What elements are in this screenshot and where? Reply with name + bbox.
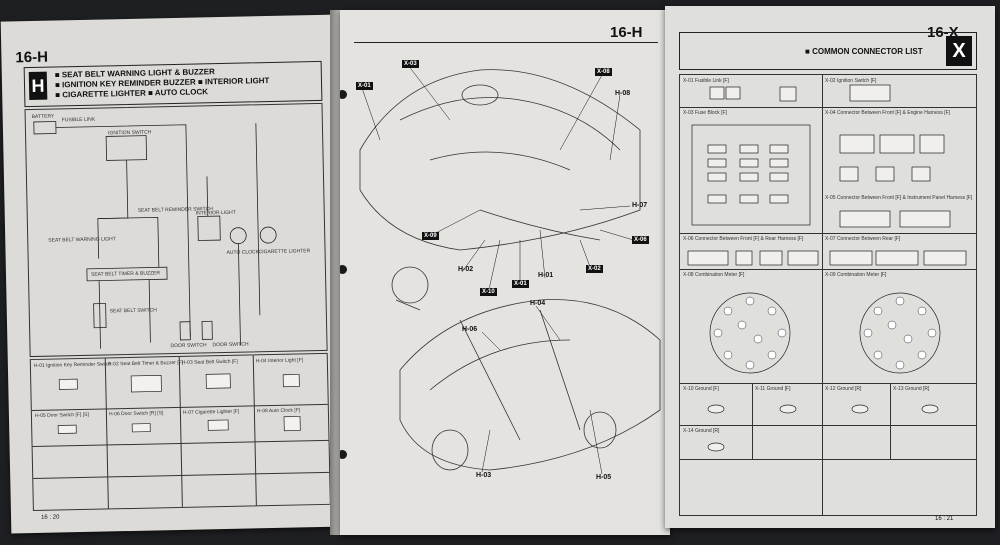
middle-section-number: 16-H xyxy=(610,24,643,41)
label-ignition-switch: IGNITION SWITCH xyxy=(107,129,152,137)
callout-x10: X-10 xyxy=(480,288,497,296)
connector-x02: X-02 Ignition Switch [F] xyxy=(825,78,877,84)
callout-x06: X-06 xyxy=(632,236,649,244)
left-page-number: 16 : 20 xyxy=(41,514,60,521)
wiring-diagram: BATTERY FUSIBLE LINK IGNITION SWITCH SEA… xyxy=(24,102,328,358)
label-door-switch-1: DOOR SWITCH xyxy=(170,342,207,350)
label-door-switch-2: DOOR SWITCH xyxy=(212,341,249,349)
connector-x14: X-14 Ground [R] xyxy=(683,428,720,434)
connector-x13: X-13 Ground [R] xyxy=(893,386,930,392)
label-battery: BATTERY xyxy=(31,113,55,120)
binder-hole xyxy=(340,265,347,274)
connector-glyphs xyxy=(57,373,301,434)
callout-h02: H-02 xyxy=(458,266,474,273)
right-page: 16-X ■ COMMON CONNECTOR LIST X X-01 Fusi… xyxy=(665,6,995,528)
callout-x01-top: X-01 xyxy=(356,82,373,90)
callout-x01: X-01 xyxy=(512,280,529,288)
connector-x11: X-11 Ground [F] xyxy=(755,386,791,392)
callout-x08: X-08 xyxy=(595,68,612,76)
callout-h08: H-08 xyxy=(615,90,631,97)
callout-h07: H-07 xyxy=(632,202,648,209)
label-fusible-link: FUSIBLE LINK xyxy=(61,116,96,124)
right-section-letter: X xyxy=(946,36,972,66)
connector-x08: X-08 Combination Meter [F] xyxy=(683,272,745,278)
left-connector-table: H-01 Ignition Key Reminder Switch H-02 S… xyxy=(29,352,331,512)
callout-x09: X-09 xyxy=(422,232,439,240)
binder-hole xyxy=(340,450,347,459)
right-page-number: 16 : 21 xyxy=(935,516,954,522)
binder-hole xyxy=(340,90,347,99)
callout-h03: H-03 xyxy=(476,472,492,479)
label-seat-belt-switch: SEAT BELT SWITCH xyxy=(109,307,157,315)
connector-x05: X-05 Connector Between Front [F] & Instr… xyxy=(825,195,973,201)
connector-diagrams xyxy=(687,84,967,452)
connector-x01: X-01 Fusible Link [F] xyxy=(683,78,729,84)
vehicle-harness-illustration xyxy=(359,64,661,475)
callout-x03: X-03 xyxy=(402,60,419,68)
connector-x10: X-10 Ground [F] xyxy=(683,386,719,392)
label-cigarette-lighter: CIGARETTE LIGHTER xyxy=(258,248,311,256)
title-cigarette: ■ CIGARETTE LIGHTER ■ AUTO CLOCK xyxy=(55,87,209,100)
callout-h04: H-04 xyxy=(530,300,546,307)
callout-h01: H-01 xyxy=(538,272,554,279)
left-page: 16-H H ■ SEAT BELT WARNING LIGHT & BUZZE… xyxy=(0,14,352,534)
right-title-box: ■ COMMON CONNECTOR LIST X xyxy=(679,32,977,70)
connector-x09: X-09 Combination Meter [F] xyxy=(825,272,887,278)
connector-list-grid: X-01 Fusible Link [F] X-02 Ignition Swit… xyxy=(679,74,977,516)
label-auto-clock: AUTO CLOCK xyxy=(226,249,260,256)
label-interior-light: INTERIOR LIGHT xyxy=(195,209,236,217)
right-title: ■ COMMON CONNECTOR LIST xyxy=(805,47,923,56)
callout-h06: H-06 xyxy=(462,326,478,333)
connector-x12: X-12 Ground [R] xyxy=(825,386,862,392)
callout-x02: X-02 xyxy=(586,265,603,273)
callout-h05: H-05 xyxy=(596,474,612,481)
middle-page: 16-H X-03 X-01 xyxy=(340,10,670,535)
left-section-letter: H xyxy=(28,71,48,101)
connector-x03: X-03 Fuse Block [F] xyxy=(683,110,727,116)
wiring-lines xyxy=(33,121,277,349)
connector-x04: X-04 Connector Between Front [F] & Engin… xyxy=(825,110,951,116)
left-section-number: 16-H xyxy=(15,48,49,67)
connector-x06: X-06 Connector Between Front [F] & Rear … xyxy=(683,236,804,242)
connector-x07: X-07 Connector Between Rear [F] xyxy=(825,236,901,242)
left-title-box: H ■ SEAT BELT WARNING LIGHT & BUZZER ■ I… xyxy=(23,60,323,108)
